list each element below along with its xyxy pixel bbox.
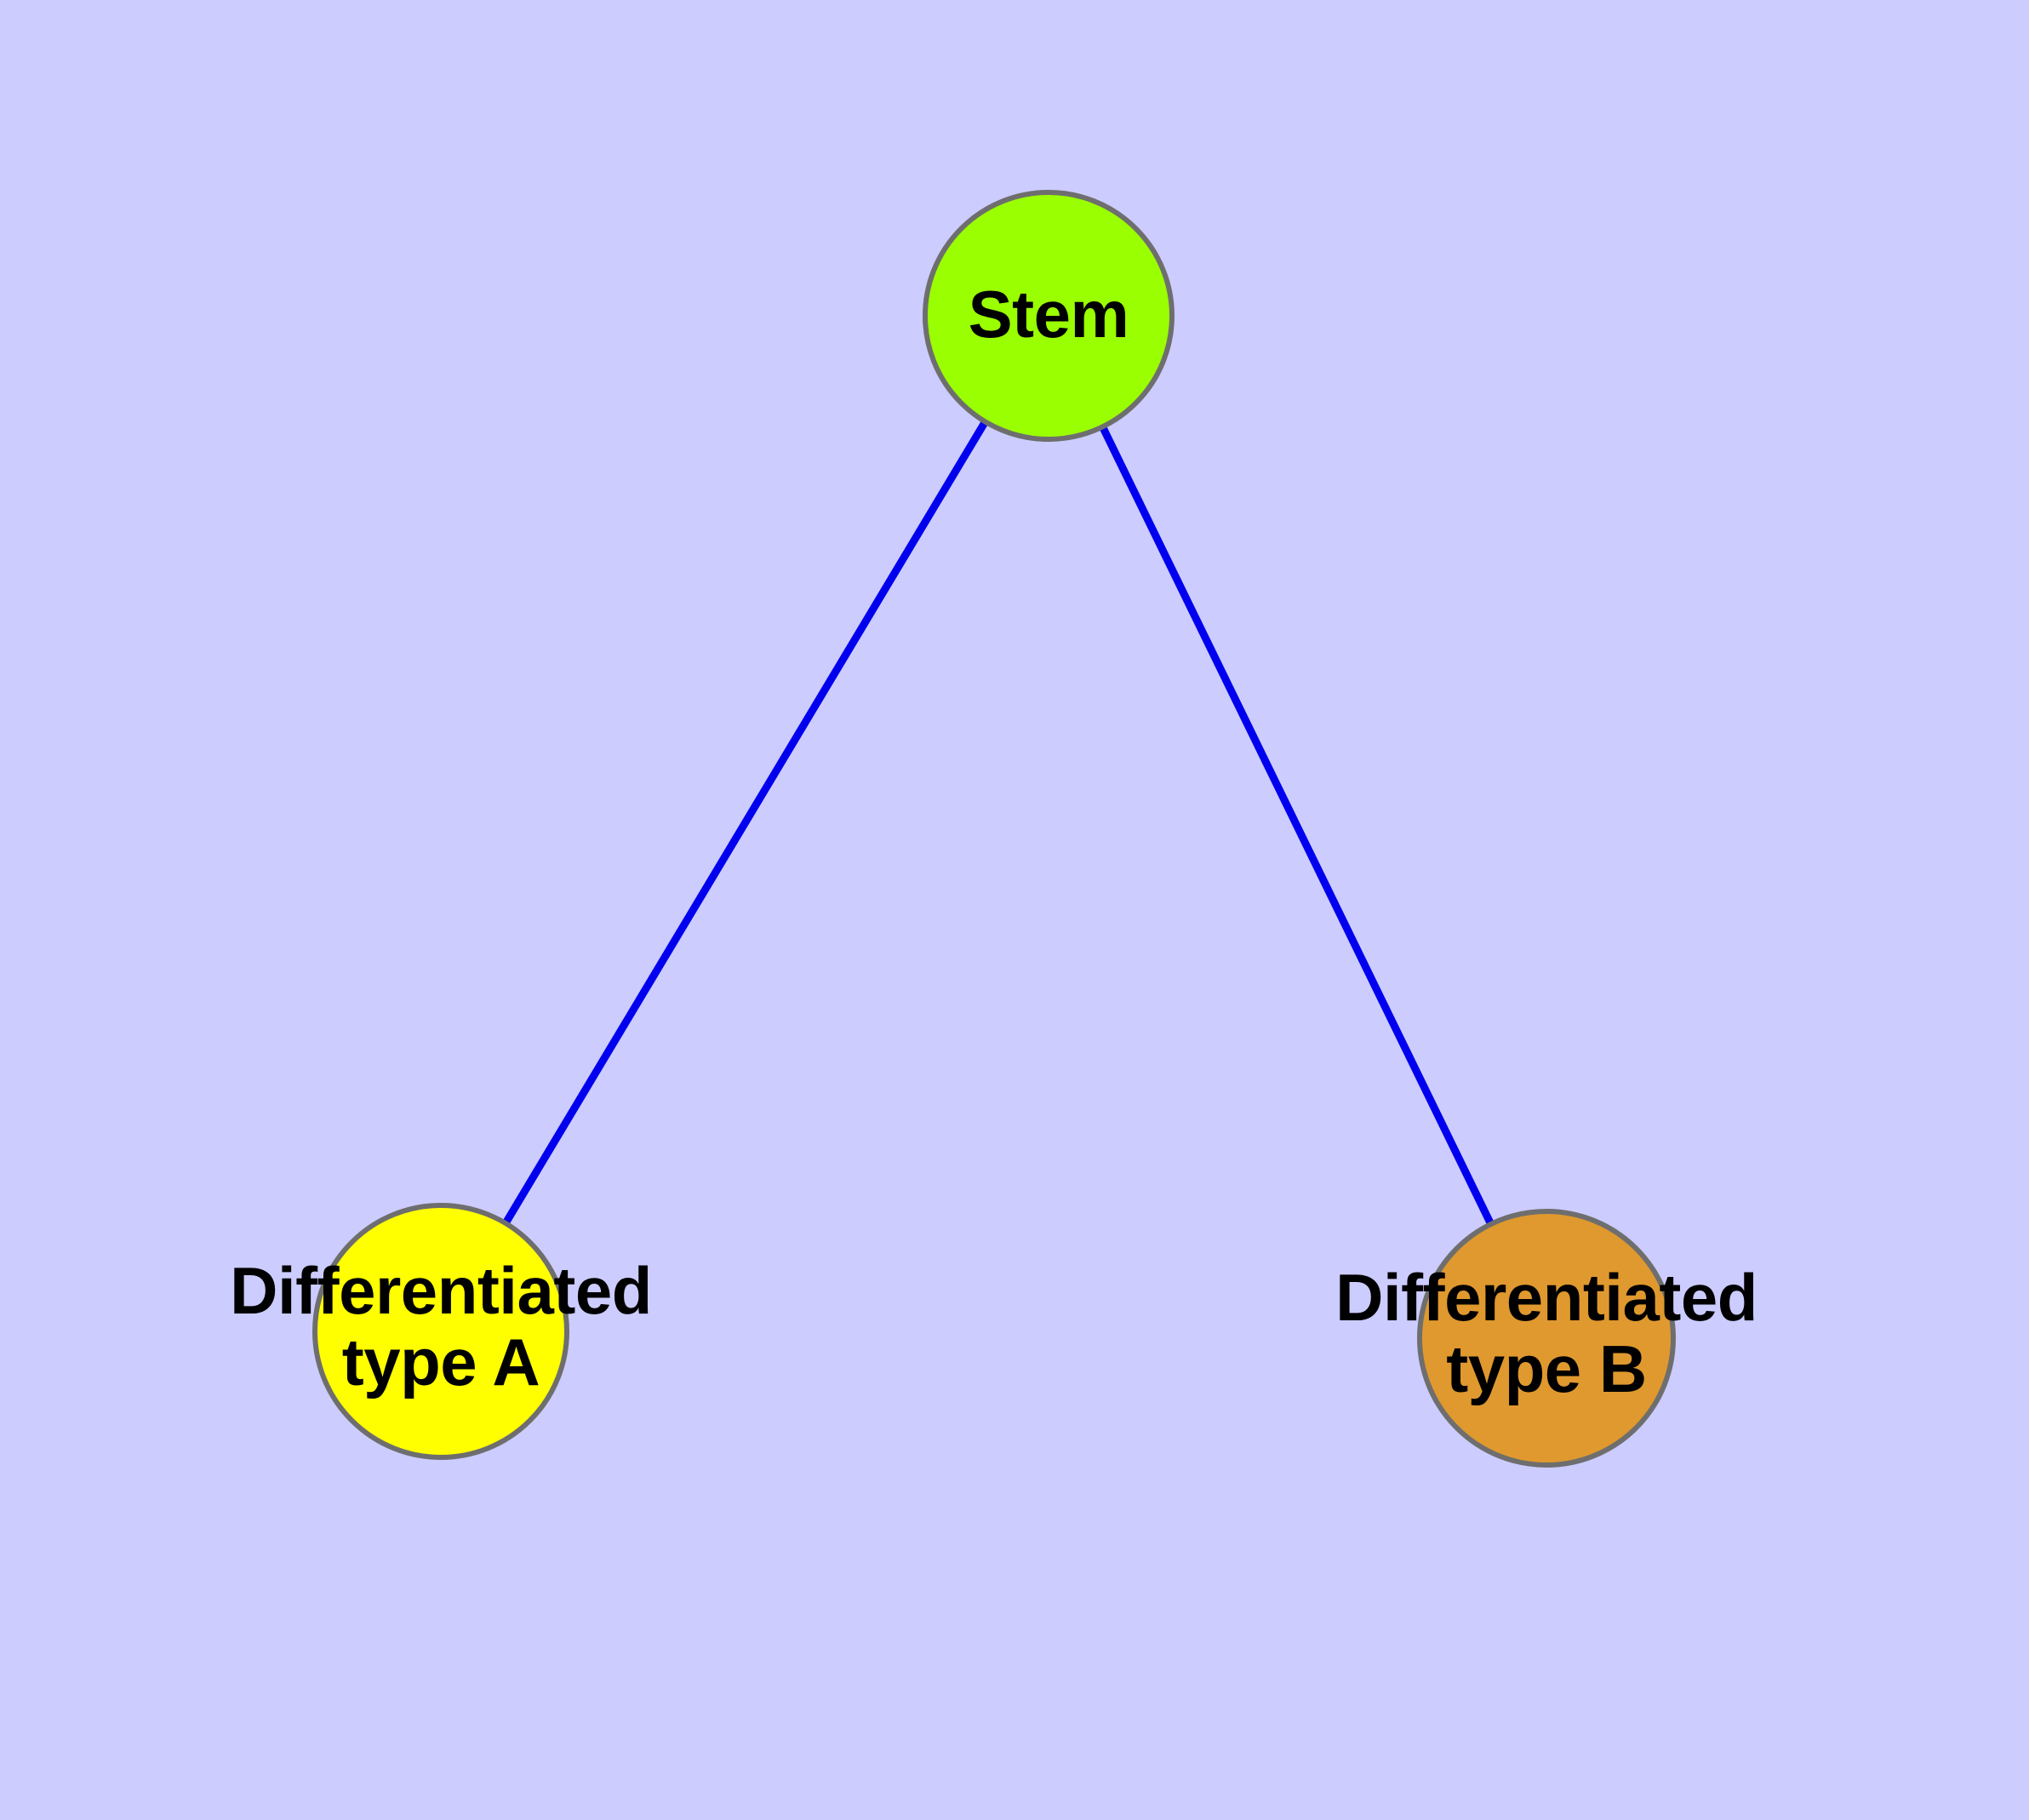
- graph-node-hit-diff_a[interactable]: [312, 1203, 569, 1460]
- node-layer: [312, 190, 1676, 1468]
- graph-edge-stem-diff_a: [502, 420, 988, 1225]
- edge-layer: [502, 420, 1495, 1226]
- graph-node-diff_a[interactable]: [312, 1203, 569, 1460]
- graph-node-stem[interactable]: [923, 190, 1175, 442]
- graph-node-hit-diff_b[interactable]: [1417, 1209, 1676, 1468]
- graph-node-hit-stem[interactable]: [923, 190, 1175, 442]
- graph-node-diff_b[interactable]: [1417, 1209, 1676, 1468]
- graph-edge-stem-diff_b: [1099, 426, 1495, 1226]
